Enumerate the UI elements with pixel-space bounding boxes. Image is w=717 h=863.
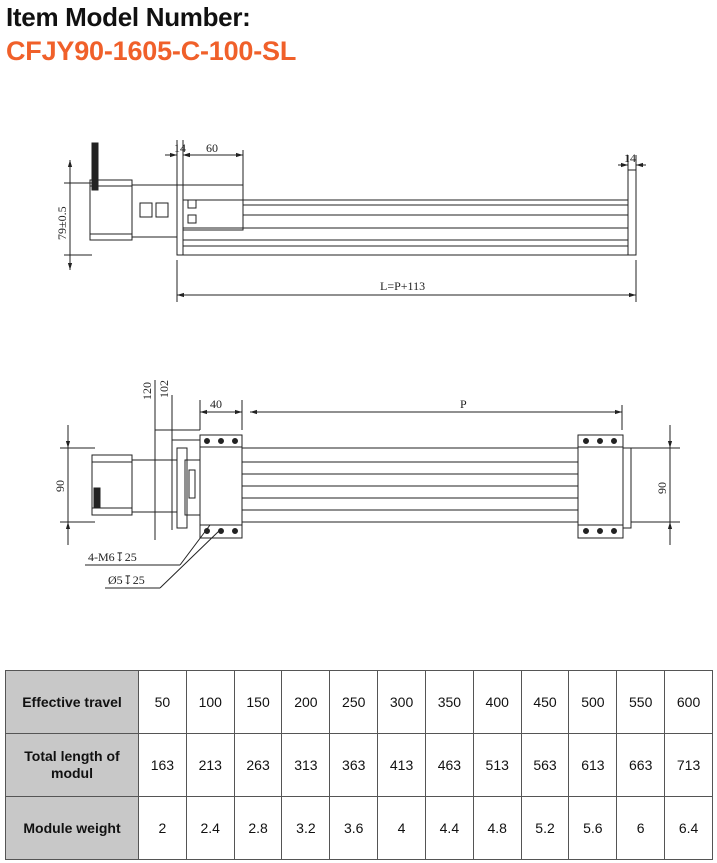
spec-cell: 50 [138, 670, 187, 734]
dim-p-label: P [460, 397, 467, 411]
spec-cell: 350 [424, 670, 474, 734]
hole-note: Ø5↧25 [108, 573, 145, 587]
spec-row-label: Effective travel [5, 670, 139, 734]
spec-cell: 6.4 [664, 796, 713, 860]
spec-cell: 363 [329, 733, 379, 797]
spec-cell: 400 [472, 670, 522, 734]
end-plate-right [627, 169, 637, 256]
spec-cell: 4.8 [472, 796, 522, 860]
spec-cell: 600 [664, 670, 713, 734]
dim-120-label: 120 [140, 382, 154, 400]
dim-40-label: 40 [210, 397, 222, 411]
front-view: 120 102 40 P 90 90 4-M6↧25 Ø5↧25 [53, 380, 680, 589]
carriage-top [182, 184, 244, 231]
spec-cell: 563 [520, 733, 570, 797]
spec-cell: 213 [185, 733, 235, 797]
carriage-front [199, 434, 243, 539]
spec-cell: 500 [568, 670, 618, 734]
spec-cell: 3.6 [329, 796, 379, 860]
spec-cell: 263 [233, 733, 283, 797]
spec-cell: 613 [568, 733, 618, 797]
thread-note: 4-M6↧25 [88, 550, 137, 564]
dim-14-right-label: 14 [624, 151, 636, 165]
spec-cell: 4.4 [424, 796, 474, 860]
spec-cell: 2.4 [185, 796, 235, 860]
motor-cable [91, 142, 99, 191]
dim-90-left-label: 90 [53, 480, 67, 492]
spec-cell: 250 [329, 670, 379, 734]
spec-cell: 100 [185, 670, 235, 734]
top-view: 79±0.5 14 60 14 L=P+113 [55, 140, 646, 302]
spec-cell: 450 [520, 670, 570, 734]
end-block-right [577, 434, 624, 539]
spec-row-label: Module weight [5, 796, 139, 860]
spec-cell: 513 [472, 733, 522, 797]
spec-cell: 5.6 [568, 796, 618, 860]
spec-cell: 463 [424, 733, 474, 797]
spec-cell: 163 [138, 733, 187, 797]
spec-cell: 313 [281, 733, 331, 797]
coupling-housing [131, 184, 178, 238]
technical-drawing: 79±0.5 14 60 14 L=P+113 [53, 140, 680, 589]
spec-cell: 4 [377, 796, 426, 860]
spec-cell: 5.2 [520, 796, 570, 860]
spec-cell: 300 [377, 670, 426, 734]
spec-row-label: Total length of modul [5, 733, 139, 797]
dim-height-label: 79±0.5 [55, 206, 69, 240]
spec-cell: 413 [377, 733, 426, 797]
spec-cell: 663 [616, 733, 666, 797]
dim-102-label: 102 [157, 380, 171, 398]
dim-90-right-label: 90 [655, 482, 669, 494]
spec-cell: 6 [616, 796, 666, 860]
end-plate-left [176, 184, 184, 256]
spec-cell: 2.8 [233, 796, 283, 860]
spec-cell: 713 [664, 733, 713, 797]
spec-cell: 200 [281, 670, 331, 734]
spec-cell: 2 [138, 796, 187, 860]
spec-cell: 3.2 [281, 796, 331, 860]
item-model-label: Item Model Number: [6, 2, 251, 32]
spec-cell: 550 [616, 670, 666, 734]
dim-60-label: 60 [206, 141, 218, 155]
dim-14-left-label: 14 [174, 141, 186, 155]
dim-length-label: L=P+113 [380, 279, 425, 293]
model-number: CFJY90-1605-C-100-SL [6, 36, 297, 66]
spec-cell: 150 [233, 670, 283, 734]
